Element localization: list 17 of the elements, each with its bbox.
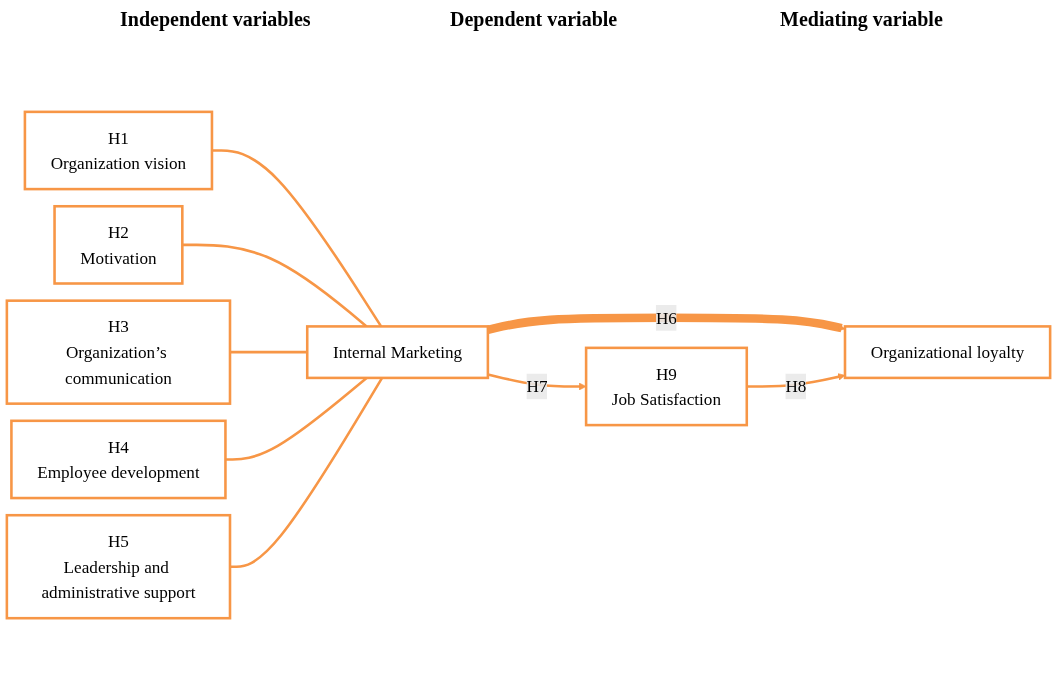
node-box: H4 Employee development (10, 419, 227, 500)
edge-label: H7 (526, 377, 548, 396)
connector (230, 377, 384, 568)
node-box: H3 Organization’s communication (5, 299, 232, 405)
connector (230, 350, 308, 354)
edge-label: H6 (655, 308, 677, 328)
arrow (486, 313, 846, 335)
node-box: H9 Job Satisfaction (584, 346, 749, 427)
node-box: Organizational loyalty (843, 325, 1052, 380)
section-heading: Independent variables (120, 8, 311, 31)
node-box: H1 Organization vision (23, 110, 214, 191)
section-heading: Mediating variable (780, 8, 943, 31)
node-box: H2 Motivation (53, 204, 184, 285)
node-box: Internal Marketing (305, 325, 490, 380)
node-box: H5 Leadership and administrative support (5, 513, 232, 620)
edge-label: H8 (785, 377, 807, 396)
section-heading: Dependent variable (450, 8, 618, 31)
